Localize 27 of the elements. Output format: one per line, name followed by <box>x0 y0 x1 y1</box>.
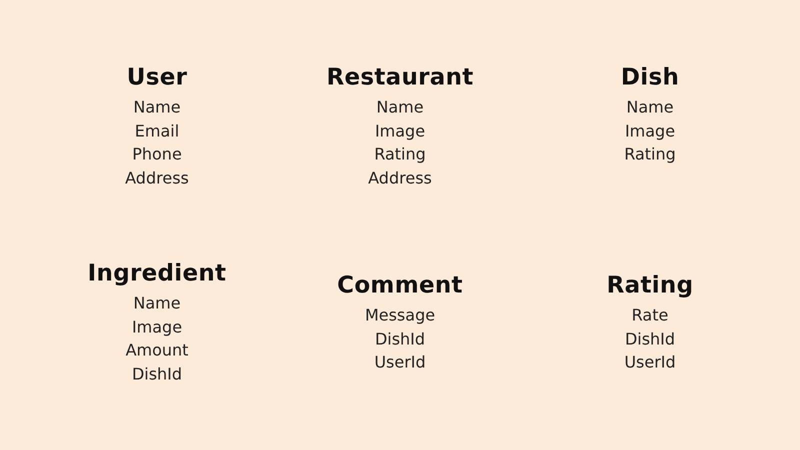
field-name: Name <box>133 294 181 312</box>
entity-heading: User <box>126 64 188 92</box>
entity-heading: Ingredient <box>88 260 226 288</box>
field-name: Rate <box>632 306 668 324</box>
field-name: UserId <box>374 352 426 372</box>
field-name: Name <box>376 98 424 116</box>
field-name: DishId <box>374 329 426 348</box>
field-name: Image <box>374 121 426 140</box>
field-name: Phone <box>132 144 182 164</box>
field-name: Name <box>133 98 181 116</box>
entity-heading: Rating <box>606 272 694 300</box>
field-name: UserId <box>624 352 676 372</box>
field-name: Address <box>125 168 189 187</box>
field-name: Address <box>368 168 432 187</box>
field-name: Message <box>364 306 436 324</box>
entity-heading: Comment <box>337 272 463 300</box>
field-name: Rating <box>374 144 426 164</box>
entity-heading: Dish <box>620 64 680 92</box>
field-name: Email <box>134 121 180 140</box>
field-name: Amount <box>126 340 188 360</box>
field-name: Image <box>132 317 182 336</box>
field-name: DishId <box>132 364 182 383</box>
field-name: Name <box>626 98 674 116</box>
field-name: Image <box>624 121 676 140</box>
field-name: Rating <box>624 144 676 164</box>
field-name: DishId <box>624 329 676 348</box>
entity-heading: Restaurant <box>326 64 474 92</box>
